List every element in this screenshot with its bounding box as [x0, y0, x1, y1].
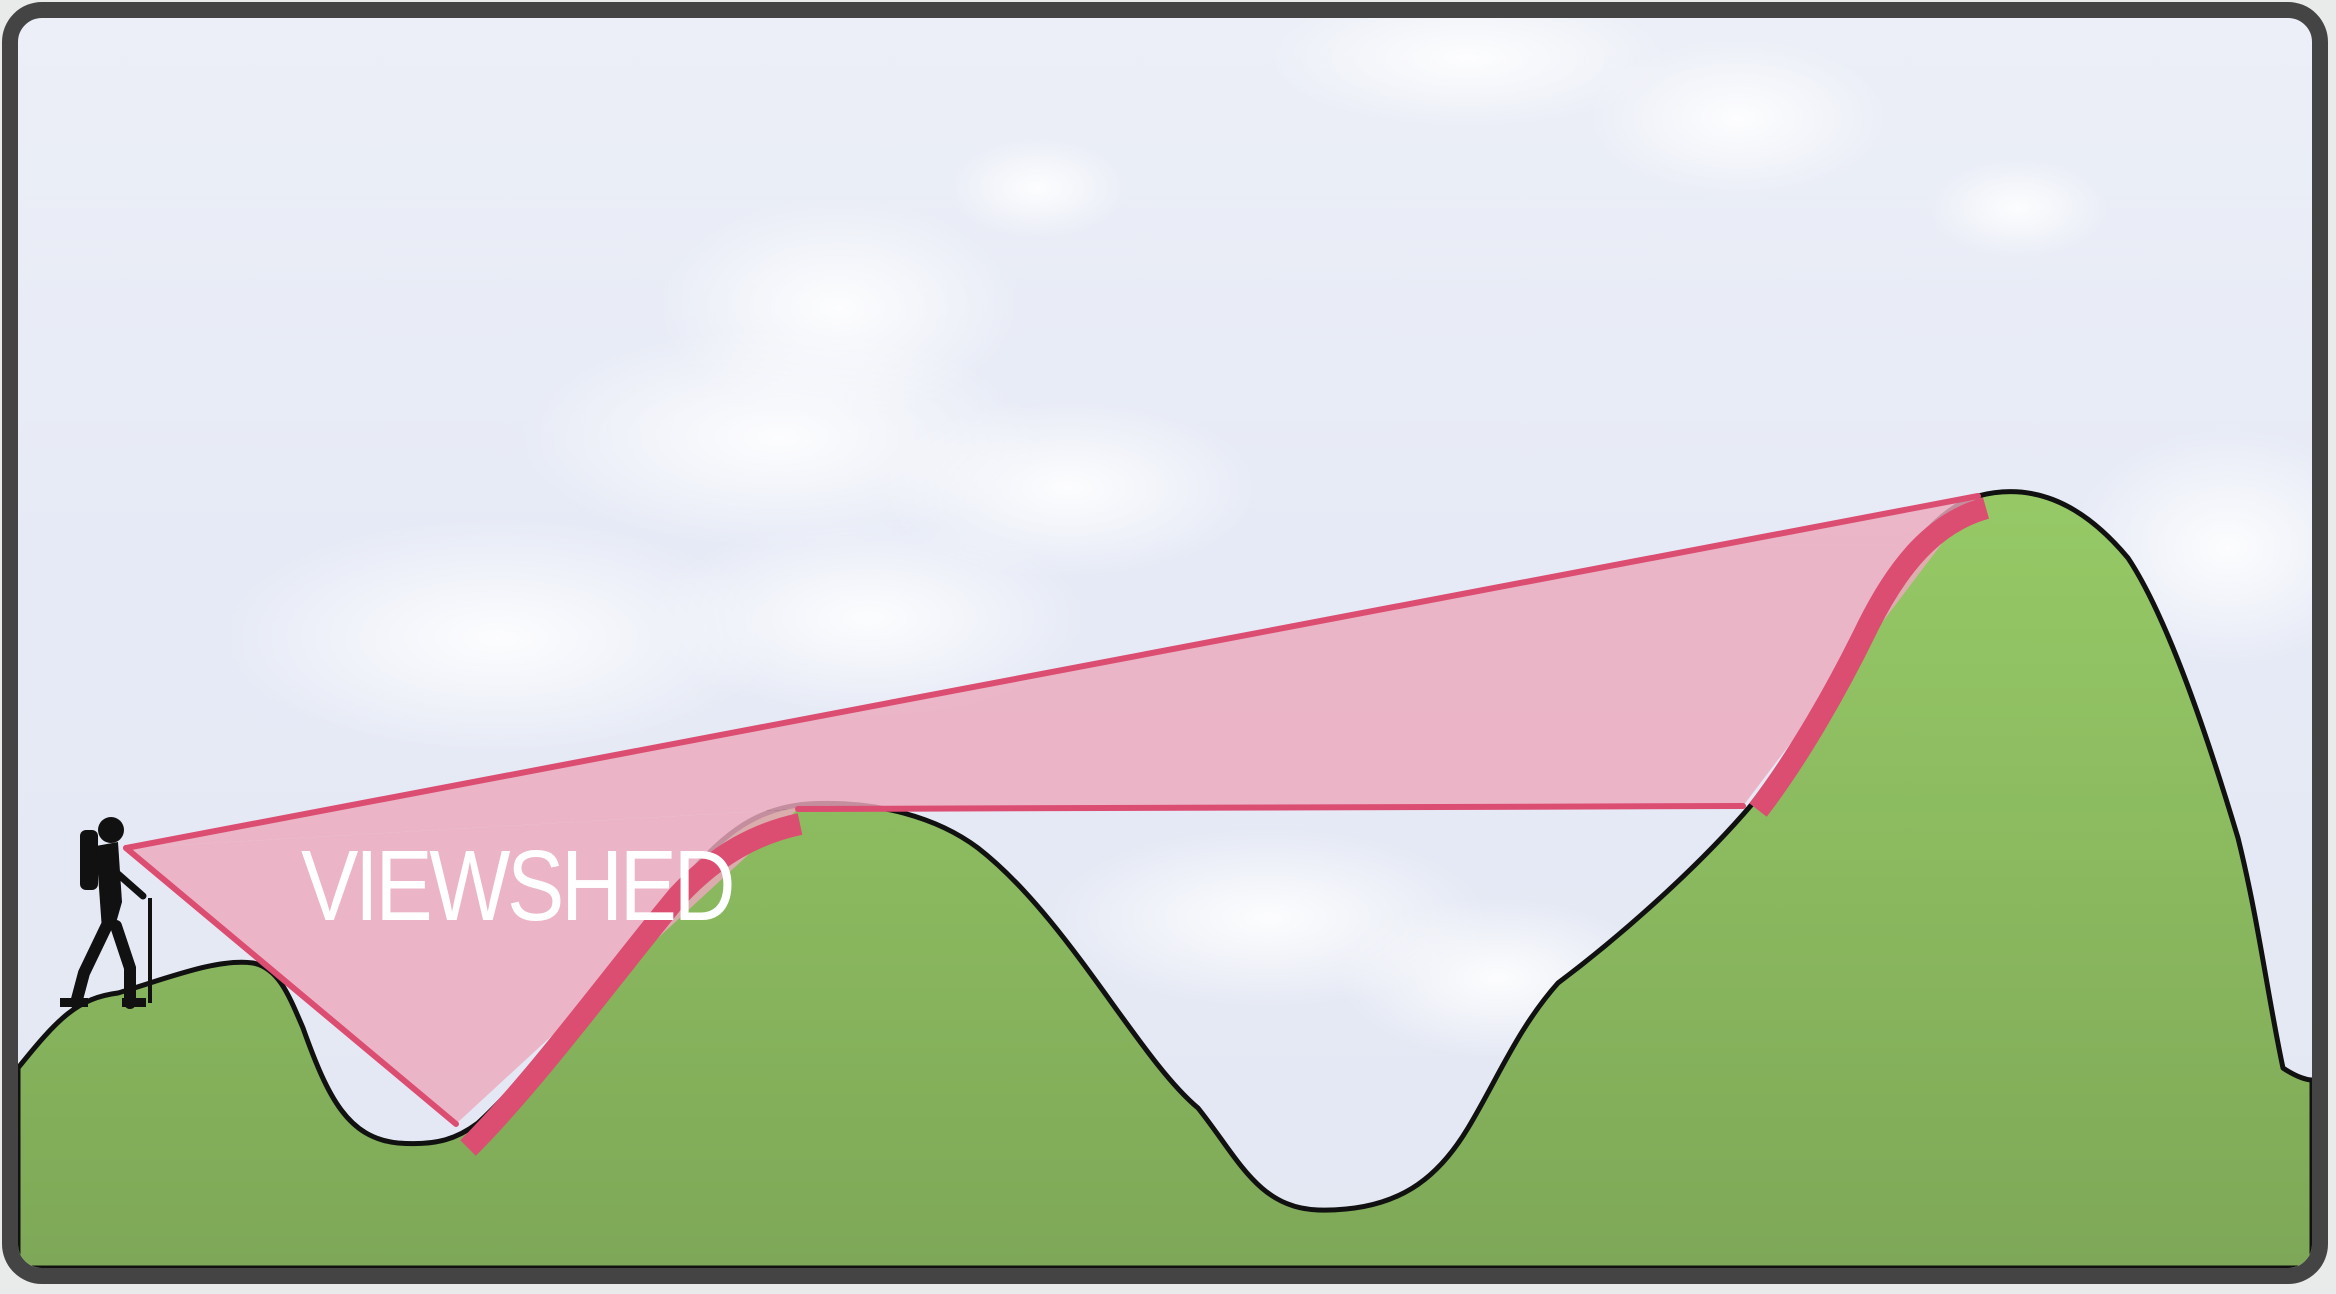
terrain	[18, 489, 2312, 1268]
hiker-icon	[60, 817, 152, 1009]
visible-ground	[460, 497, 1990, 1156]
viewshed-label: VIEWSHED	[301, 830, 736, 942]
sight-lines	[123, 493, 1981, 1127]
sky-clouds	[218, 18, 2312, 1058]
viewshed-diagram	[18, 18, 2312, 1268]
viewshed-area-near	[126, 809, 798, 1124]
